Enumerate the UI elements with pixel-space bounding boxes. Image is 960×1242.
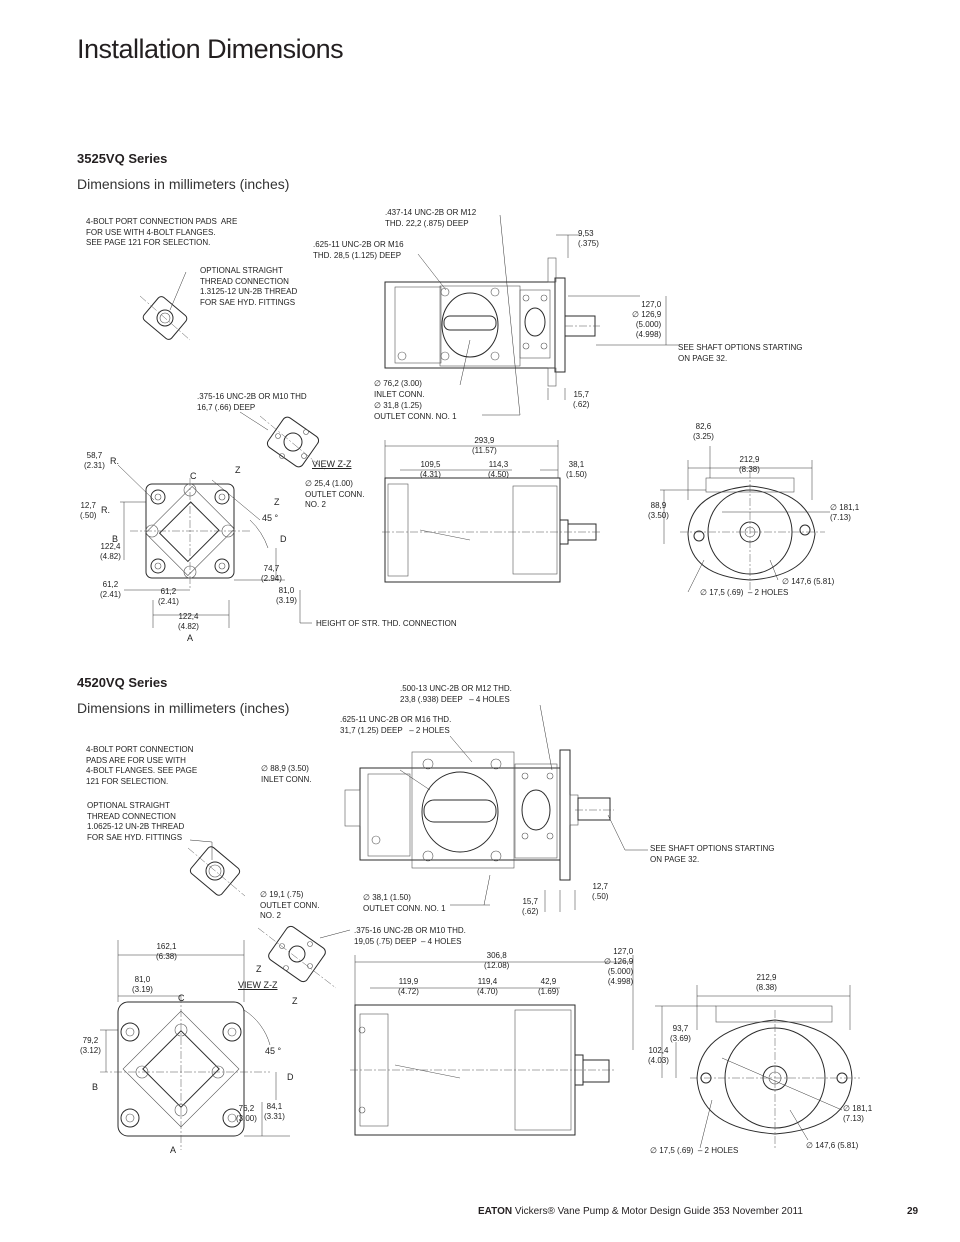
dim-212-9-top: 212,9 (8.38): [739, 455, 760, 474]
front-view-drawing-1: [117, 464, 312, 628]
dim-212-9-2: 212,9 (8.38): [756, 973, 777, 992]
label-b-2: B: [92, 1082, 99, 1092]
dim-12-7: 12,7 (.50): [80, 501, 97, 520]
dim-58-7: 58,7 (2.31): [84, 451, 105, 470]
page-number: 29: [907, 1206, 919, 1217]
port-pad-drawing-2: [187, 839, 246, 897]
dim-127-0: 127,0 ∅ 126,9 (5.000) (4.998): [632, 300, 662, 339]
dim-306-8: 306,8 (12.08): [484, 951, 510, 970]
label-z-1b: Z: [274, 497, 280, 507]
label-z-1a: Z: [235, 465, 241, 475]
dim-162-1: 162,1 (6.38): [156, 942, 177, 961]
dim-81-0: 81,0 (3.19): [276, 586, 297, 605]
angle-45-label-1: 45 °: [262, 513, 279, 523]
dim-82-6: 82,6 (3.25): [693, 422, 714, 441]
units-note-4520vq: Dimensions in millimeters (inches): [77, 700, 290, 716]
note-outlet-conn-2b: ∅ 19,1 (.75) OUTLET CONN. NO. 2: [260, 890, 320, 920]
dim-102-4: 102,4 (4.03): [648, 1046, 669, 1065]
radius-label-1: R.: [110, 456, 119, 466]
note-holes-top: ∅ 17,5 (.69) – 2 HOLES: [700, 588, 789, 597]
footer: EATON Vickers® Vane Pump & Motor Design …: [478, 1206, 803, 1217]
radius-label-2: R.: [101, 505, 110, 515]
port-pad-drawing-1: [139, 271, 191, 341]
dim-9-53: 9,53 (.375): [578, 229, 599, 248]
dim-293-9: 293,9 (11.57): [472, 436, 497, 455]
footer-brand: EATON: [478, 1206, 513, 1217]
note-thread-437: .437-14 UNC-2B OR M12 THD. 22,2 (.875) D…: [385, 208, 477, 228]
note-thread-625: .625-11 UNC-2B OR M16 THD. 28,5 (1.125) …: [313, 240, 404, 260]
note-outlet-conn-1b: ∅ 38,1 (1.50) OUTLET CONN. NO. 1: [363, 893, 446, 913]
note-inlet-conn: ∅ 76,2 (3.00) INLET CONN.: [374, 379, 425, 399]
note-outlet-conn-2: ∅ 25,4 (1.00) OUTLET CONN. NO. 2: [305, 479, 365, 509]
dim-15-7: 15,7 (.62): [573, 390, 590, 409]
label-b-1: B: [112, 534, 119, 544]
series-title-3525vq: 3525VQ Series: [77, 151, 168, 166]
dim-38-1: 38,1 (1.50): [566, 460, 587, 479]
note-thread-625-2: .625-11 UNC-2B OR M16 THD. 31,7 (1.25) D…: [340, 715, 452, 735]
top-view-drawing-1: [382, 440, 600, 583]
page-title: Installation Dimensions: [77, 34, 344, 64]
dim-84-1: 84,1 (3.31): [264, 1102, 285, 1121]
label-a-2: A: [170, 1145, 177, 1155]
end-view-drawing-1: [660, 446, 830, 593]
label-a-1: A: [187, 633, 194, 643]
note-thread-500: .500-13 UNC-2B OR M12 THD. 23,8 (.938) D…: [400, 684, 512, 704]
angle-45-label-2: 45 °: [265, 1046, 282, 1056]
note-optional-thread: OPTIONAL STRAIGHT THREAD CONNECTION 1.31…: [200, 266, 298, 307]
note-thread-375-2: .375-16 UNC-2B OR M10 THD. 19,05 (.75) D…: [354, 926, 466, 946]
dim-76-2: 76,2 (3.00): [236, 1104, 257, 1123]
front-view-drawing-2: [100, 940, 290, 1150]
dim-79-2: 79,2 (3.12): [80, 1036, 101, 1055]
dim-181-1-2: ∅ 181,1 (7.13): [843, 1104, 873, 1123]
note-thread-375: .375-16 UNC-2B OR M10 THD 16,7 (.66) DEE…: [197, 392, 307, 412]
dim-181-1-top: ∅ 181,1 (7.13): [830, 503, 860, 522]
dim-127-0-2: 127,0 ∅ 126,9 (5.000) (4.998): [604, 947, 634, 986]
series-title-4520vq: 4520VQ Series: [77, 675, 168, 690]
label-c-2: C: [178, 993, 185, 1003]
dim-147-6-2: ∅ 147,6 (5.81): [806, 1141, 859, 1150]
label-z-2a: Z: [256, 964, 262, 974]
dim-61-2-bottom: 61,2 (2.41): [158, 587, 179, 606]
dim-119-4: 119,4 (4.70): [477, 977, 498, 996]
dim-61-2-left: 61,2 (2.41): [100, 580, 121, 599]
note-outlet-conn-1: ∅ 31,8 (1.25) OUTLET CONN. NO. 1: [374, 401, 457, 421]
note-optional-thread-2: OPTIONAL STRAIGHT THREAD CONNECTION 1.06…: [87, 801, 185, 842]
dim-119-9: 119,9 (4.72): [398, 977, 419, 996]
dim-81-0-2: 81,0 (3.19): [132, 975, 153, 994]
dim-93-7: 93,7 (3.69): [670, 1024, 691, 1043]
dim-88-9: 88,9 (3.50): [648, 501, 669, 520]
side-view-drawing-2: [344, 704, 648, 912]
label-d-1: D: [280, 534, 287, 544]
label-c-1: C: [190, 471, 197, 481]
note-port-pads-2: 4-BOLT PORT CONNECTION PADS ARE FOR USE …: [86, 745, 198, 786]
top-view-drawing-2: [350, 955, 634, 1136]
note-shaft-options: SEE SHAFT OPTIONS STARTING ON PAGE 32.: [678, 343, 803, 363]
end-view-drawing-2: [655, 985, 860, 1150]
label-z-2b: Z: [292, 996, 298, 1006]
dim-122-4-horizontal: 122,4 (4.82): [178, 612, 199, 631]
dim-122-4-vertical: 122,4 (4.82): [100, 542, 121, 561]
dim-109-5: 109,5 (4.31): [420, 460, 441, 479]
footer-text: Vickers® Vane Pump & Motor Design Guide …: [514, 1206, 803, 1217]
view-zz-drawing-2: [257, 925, 351, 989]
view-zz-label-2: VIEW Z-Z: [238, 980, 278, 990]
note-port-pads: 4-BOLT PORT CONNECTION PADS ARE FOR USE …: [86, 217, 238, 247]
dim-114-3: 114,3 (4.50): [488, 460, 509, 479]
dim-147-6-top: ∅ 147,6 (5.81): [782, 577, 835, 586]
view-zz-drawing-1: [239, 411, 326, 471]
dim-42-9: 42,9 (1.69): [538, 977, 559, 996]
label-d-2: D: [287, 1072, 294, 1082]
note-height-str-thd: HEIGHT OF STR. THD. CONNECTION: [316, 619, 457, 628]
note-holes-2: ∅ 17,5 (.69) – 2 HOLES: [650, 1146, 739, 1155]
dim-74-7: 74,7 (2.94): [261, 564, 282, 583]
view-zz-label: VIEW Z-Z: [312, 459, 352, 469]
note-inlet-conn-2: ∅ 88,9 (3.50) INLET CONN.: [261, 764, 312, 784]
dim-12-7-2: 12,7 (.50): [592, 882, 609, 901]
units-note-3525vq: Dimensions in millimeters (inches): [77, 176, 290, 192]
note-shaft-options-2: SEE SHAFT OPTIONS STARTING ON PAGE 32.: [650, 844, 775, 864]
side-view-drawing-1: [384, 214, 680, 416]
dim-15-7-2: 15,7 (.62): [522, 897, 539, 916]
